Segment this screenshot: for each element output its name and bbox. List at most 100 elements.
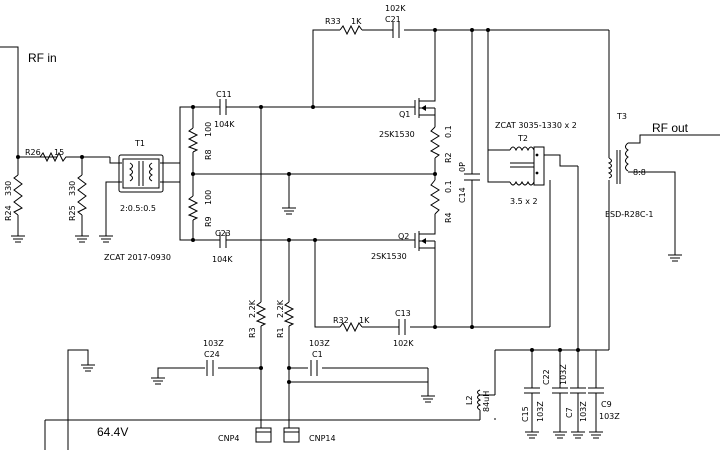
resistor-r1 — [283, 301, 295, 327]
resistor-r26 — [39, 151, 68, 163]
r2-ref: R2 — [444, 152, 453, 163]
c9-ref: C9 — [601, 400, 612, 409]
c23-ref: C23 — [215, 229, 231, 238]
r26-ref: R26 — [25, 148, 41, 157]
c14-ref: C14 — [458, 187, 467, 203]
junction-dot — [191, 238, 195, 242]
r24-value: 330 — [4, 181, 13, 196]
capacitor-c22 — [552, 387, 568, 394]
junction-dot — [287, 172, 291, 176]
resistors — [13, 24, 440, 333]
junction-dot — [433, 28, 437, 32]
r25-ref: R25 — [68, 205, 77, 221]
junction-dot — [470, 325, 474, 329]
c15-value: 103Z — [536, 401, 545, 422]
resistor-r4 — [430, 179, 440, 215]
l2-ref: L2 — [465, 395, 474, 405]
r32-ref: R32 — [333, 316, 349, 325]
c24-ref: C24 — [204, 350, 220, 359]
ground-symbol — [99, 235, 113, 243]
mosfet-q2 — [414, 230, 436, 252]
transformer-t2 — [509, 146, 545, 186]
mosfet-q1 — [414, 96, 436, 120]
r9-ref: R9 — [204, 216, 213, 227]
q1-ref: Q1 — [399, 110, 410, 119]
transformer-t1 — [118, 154, 164, 193]
junction-dot — [287, 380, 291, 384]
t3-ratio: 8:8 — [633, 168, 646, 177]
t3-ref: T3 — [616, 112, 627, 121]
t1-core: ZCAT 2017-0930 — [104, 253, 171, 262]
resistor-r25 — [77, 174, 87, 216]
c24-value: 103Z — [203, 339, 224, 348]
r4-ref: R4 — [444, 212, 453, 223]
q2-part: 2SK1530 — [371, 252, 407, 261]
r25-value: 330 — [68, 181, 77, 196]
capacitor-c7 — [570, 387, 586, 394]
resistor-r32 — [339, 321, 363, 333]
ground-symbol — [75, 235, 89, 243]
r4-value: 0.1 — [444, 180, 453, 193]
t2-ref: T2 — [517, 134, 528, 143]
junction-dot — [16, 155, 20, 159]
t2-turns: 3.5 x 2 — [510, 197, 538, 206]
r3-value: 2.2K — [248, 299, 257, 318]
t3-core: ESD-R28C-1 — [605, 210, 653, 219]
junction-dot — [433, 325, 437, 329]
supply-voltage-label: 64.4V — [97, 425, 128, 439]
junction-dot — [558, 348, 562, 352]
r2-value: 0.1 — [444, 125, 453, 138]
ground-symbol — [589, 431, 603, 439]
c7-value: 103Z — [579, 401, 588, 422]
r33-value: 1K — [351, 17, 362, 26]
capacitors — [206, 22, 604, 394]
labels: RF in RF out 64.4V R26 15 R24 330 R25 33… — [4, 4, 689, 443]
ground-symbol — [81, 364, 95, 372]
junction-dot — [80, 155, 84, 159]
l2-value: 84uH — [482, 391, 491, 412]
junction-dot — [287, 238, 291, 242]
c9-value: 103Z — [599, 412, 620, 421]
q1-part: 2SK1530 — [379, 130, 415, 139]
connector-cnp14 — [283, 427, 300, 443]
junction-dot — [191, 105, 195, 109]
c22-value: 103Z — [559, 364, 568, 385]
r1-ref: R1 — [276, 327, 285, 338]
resistor-r8 — [187, 127, 199, 153]
r26-value: 15 — [54, 148, 64, 157]
ground-symbols — [11, 207, 682, 439]
ground-symbol — [151, 377, 165, 385]
r8-ref: R8 — [204, 149, 213, 160]
capacitor-c1 — [310, 360, 318, 376]
transformer-t3 — [607, 142, 629, 184]
wires — [0, 29, 720, 450]
cnp4-ref: CNP4 — [218, 434, 239, 443]
ground-symbol — [668, 254, 682, 262]
ground-symbol — [525, 431, 539, 439]
resistor-r9 — [187, 195, 199, 221]
ground-symbol — [11, 235, 25, 243]
c7-ref: C7 — [565, 407, 574, 418]
c15-ref: C15 — [521, 406, 530, 422]
q2-ref: Q2 — [398, 232, 409, 241]
capacitor-c21 — [380, 22, 400, 38]
resistor-r24 — [13, 174, 23, 216]
ground-symbol — [553, 431, 567, 439]
capacitor-c15 — [524, 387, 540, 394]
resistor-r2 — [429, 126, 440, 159]
r1-value: 2.2K — [276, 299, 285, 318]
ground-symbol — [421, 395, 435, 403]
ground-symbol — [282, 207, 296, 215]
r32-value: 1K — [359, 316, 370, 325]
junction-dot — [311, 105, 315, 109]
ground-symbol — [571, 431, 585, 439]
resistor-r3 — [255, 301, 267, 327]
junction-dot — [259, 366, 263, 370]
r33-ref: R33 — [325, 17, 341, 26]
junction-dot — [486, 28, 490, 32]
c22-ref: C22 — [542, 369, 551, 385]
t1-ref: T1 — [134, 139, 145, 148]
capacitor-c23 — [210, 232, 236, 248]
capacitor-c11 — [210, 99, 236, 115]
